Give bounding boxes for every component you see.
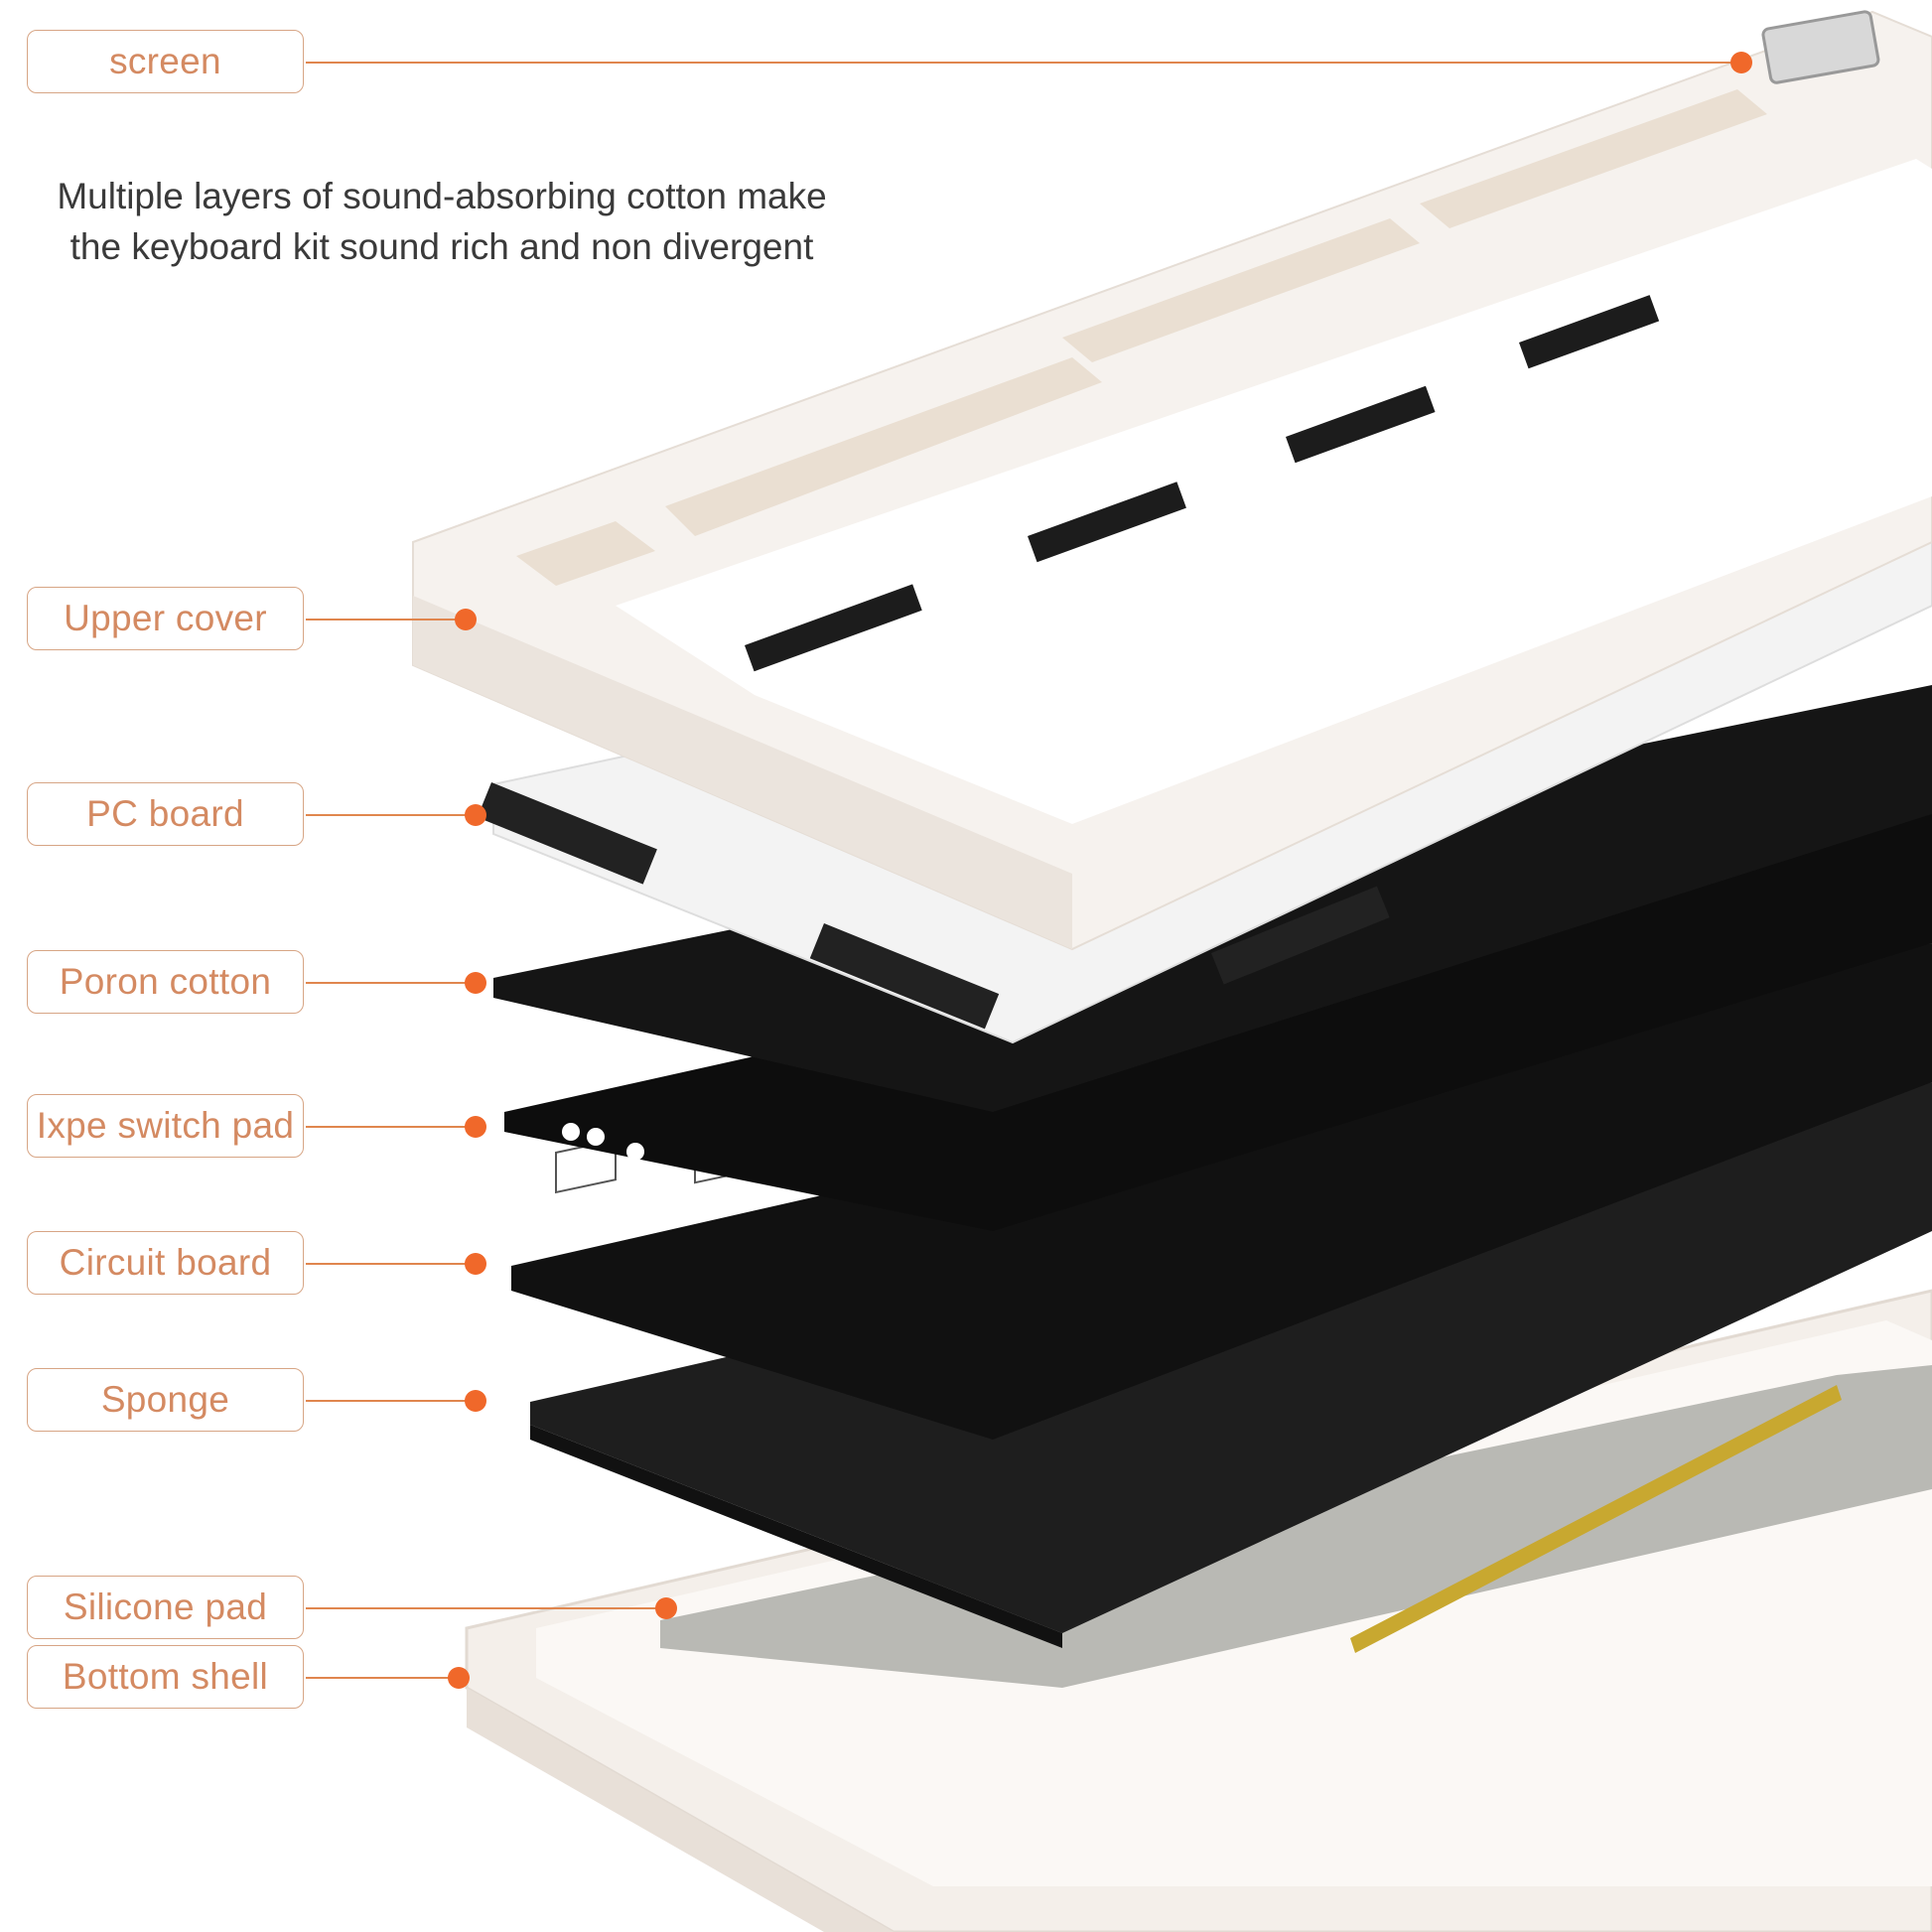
screen-illustration [1761,10,1880,84]
sponge-illustration [530,1082,1932,1633]
callout-poron-cotton: Poron cotton [27,950,304,1014]
leader-line-upper-cover [306,619,466,621]
leader-line-screen [306,62,1741,64]
callout-pc-board: PC board [27,782,304,846]
callout-screen: screen [27,30,304,93]
callout-circuit-board: Circuit board [27,1231,304,1295]
marker-dot-sponge [465,1390,486,1412]
marker-dot-bottom-shell [448,1667,470,1689]
leader-line-poron-cotton [306,982,476,984]
leader-line-silicone-pad [306,1607,666,1609]
callout-upper-cover: Upper cover [27,587,304,650]
marker-dot-ixpe-switch-pad [465,1116,486,1138]
callout-silicone-pad: Silicone pad [27,1576,304,1639]
marker-dot-silicone-pad [655,1597,677,1619]
description-line-2: the keyboard kit sound rich and non dive… [69,226,814,267]
leader-line-circuit-board [306,1263,476,1265]
description-text: Multiple layers of sound-absorbing cotto… [50,171,834,272]
marker-dot-screen [1730,52,1752,73]
leader-line-bottom-shell [306,1677,459,1679]
marker-dot-circuit-board [465,1253,486,1275]
marker-dot-upper-cover [455,609,477,630]
upper-cover-illustration [412,10,1932,951]
leader-line-sponge [306,1400,476,1402]
leader-line-ixpe-switch-pad [306,1126,476,1128]
leader-line-pc-board [306,814,476,816]
description-line-1: Multiple layers of sound-absorbing cotto… [57,176,827,216]
callout-sponge: Sponge [27,1368,304,1432]
marker-dot-poron-cotton [465,972,486,994]
marker-dot-pc-board [465,804,486,826]
circuit-board-illustration [511,943,1932,1440]
callout-bottom-shell: Bottom shell [27,1645,304,1709]
callout-ixpe-switch-pad: Ixpe switch pad [27,1094,304,1158]
